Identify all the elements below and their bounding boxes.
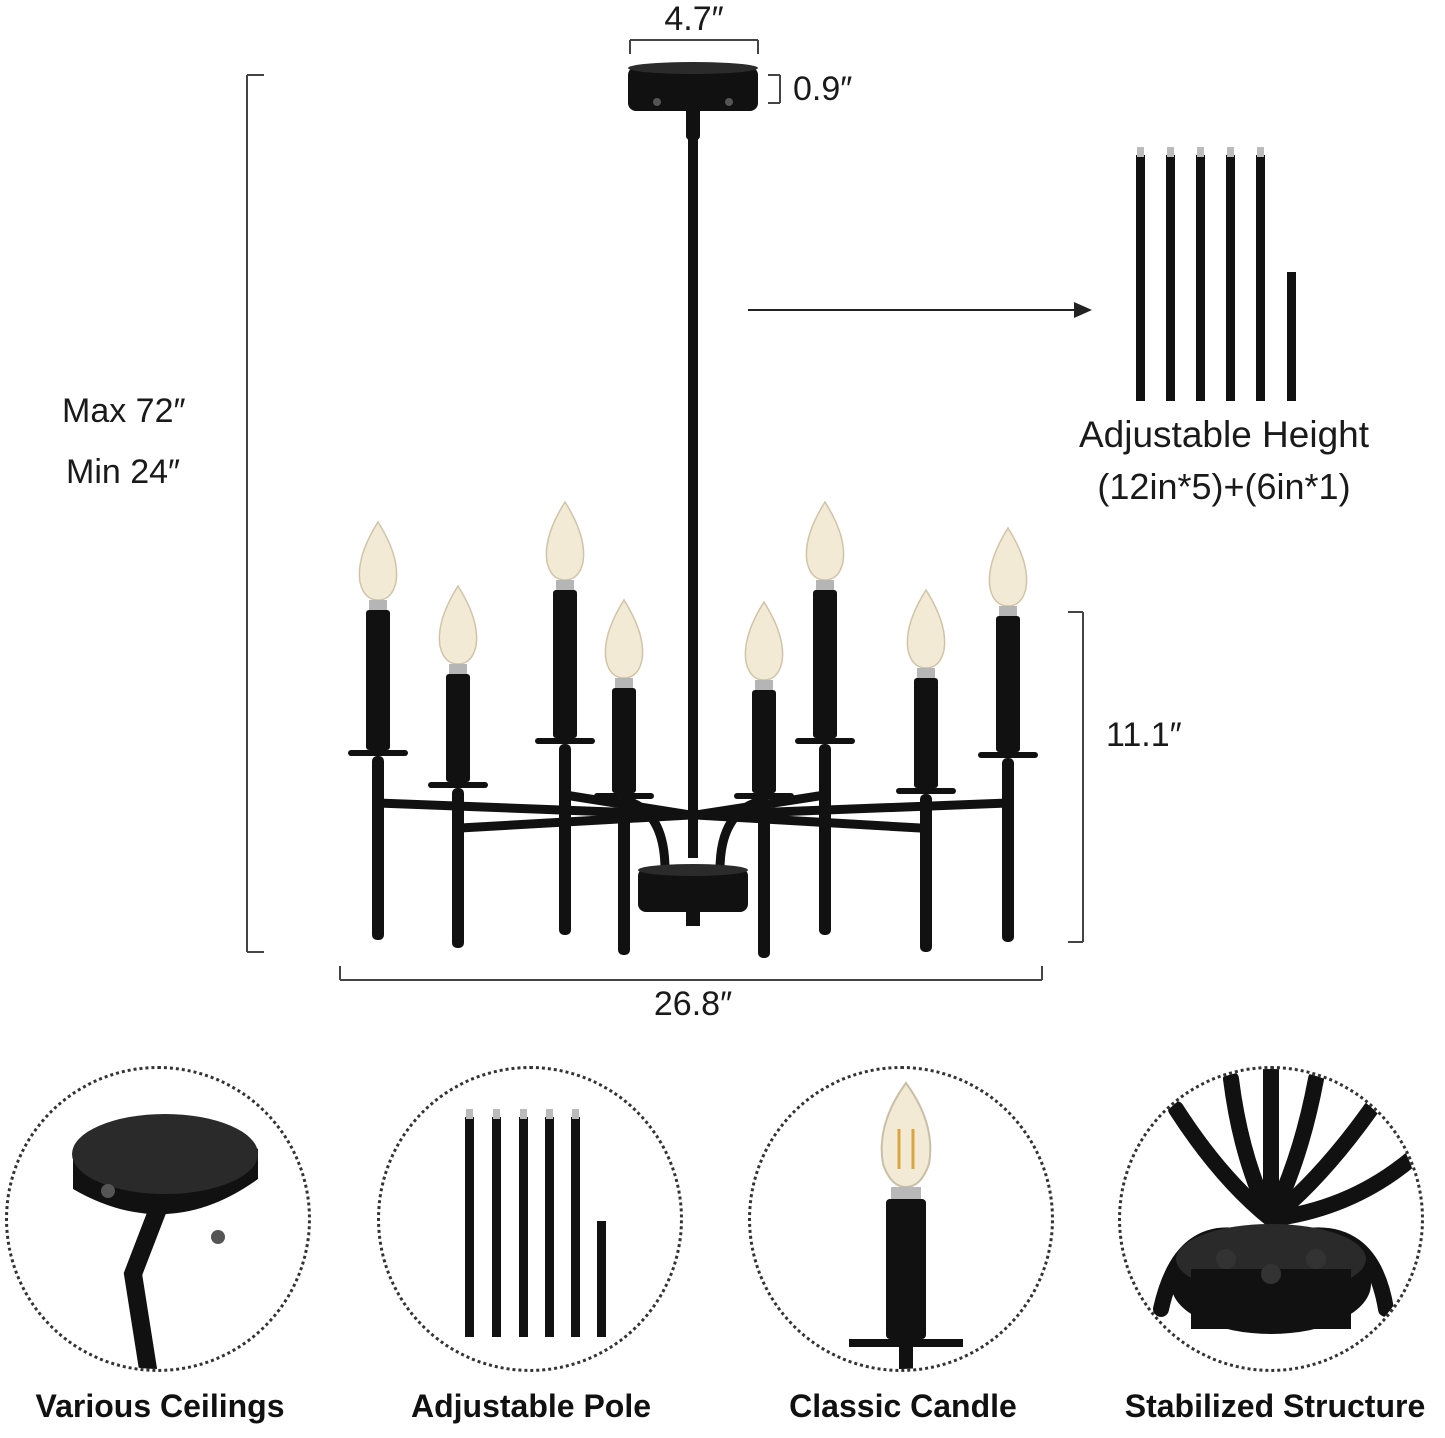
candle-sleeve — [366, 610, 390, 750]
body-height-bracket — [1068, 611, 1084, 943]
bulb-base — [755, 680, 773, 690]
bulb — [805, 500, 845, 581]
width-label: 26.8″ — [653, 985, 733, 1023]
feature-circle-structure — [1118, 1066, 1424, 1372]
feature-circle-candle — [748, 1066, 1054, 1372]
caption-various-ceilings: Various Ceilings — [35, 1388, 285, 1424]
caption-stabilized-structure: Stabilized Structure — [1124, 1388, 1426, 1424]
drip-cup — [535, 738, 595, 744]
bulb — [988, 526, 1028, 607]
adjustable-height-title: Adjustable Height — [1078, 414, 1370, 455]
adjustable-height-detail: (12in*5)+(6in*1) — [1097, 466, 1351, 507]
feature-circle-ceilings — [5, 1066, 311, 1372]
bulb — [744, 600, 784, 681]
candle-3 — [535, 500, 595, 935]
min-height-label: Min 24″ — [66, 453, 181, 491]
bulb-base — [556, 580, 574, 590]
candle-8 — [978, 526, 1038, 942]
candle-sleeve — [752, 690, 776, 793]
chandelier-hub — [638, 864, 748, 926]
canopy-closeup-image — [72, 1114, 258, 1369]
candle-sleeve — [813, 590, 837, 738]
bulb — [438, 584, 478, 665]
bulb-base — [999, 606, 1017, 616]
max-height-label: Max 72″ — [62, 392, 186, 430]
chandelier-diagram — [246, 39, 1296, 981]
candle-stem — [920, 794, 932, 952]
candle-7 — [896, 588, 956, 952]
drip-cup — [734, 793, 794, 799]
drip-cup — [795, 738, 855, 744]
candle-stem — [452, 788, 464, 948]
candle-sleeve — [553, 590, 577, 738]
canopy — [628, 62, 758, 140]
bulb-base — [369, 600, 387, 610]
candle-sleeve — [996, 616, 1020, 752]
bulb-base — [449, 664, 467, 674]
bulb — [906, 588, 946, 669]
caption-adjustable-pole: Adjustable Pole — [410, 1388, 652, 1424]
canopy-width-label: 4.7″ — [664, 0, 724, 38]
drip-cup — [428, 782, 488, 788]
bulb-base — [615, 678, 633, 688]
candles — [348, 500, 1038, 958]
candle-stem — [758, 799, 770, 958]
rods-closeup-image — [465, 1109, 606, 1337]
candle-sleeve — [612, 688, 636, 793]
caption-classic-candle: Classic Candle — [789, 1388, 1017, 1424]
drip-cup — [594, 793, 654, 799]
feature-circle-pole — [377, 1066, 683, 1372]
overall-height-bracket — [246, 74, 264, 953]
candle-sleeve — [914, 678, 938, 788]
candle-2 — [428, 584, 488, 948]
extension-rods — [1136, 147, 1296, 401]
drip-cup — [896, 788, 956, 794]
bulb-base — [917, 668, 935, 678]
candle-stem — [559, 744, 571, 935]
candle-4 — [594, 598, 654, 955]
candle-1 — [348, 520, 408, 940]
canopy-height-bracket — [768, 74, 781, 104]
candle-stem — [372, 756, 384, 940]
candle-5 — [734, 600, 794, 958]
downrod — [688, 138, 698, 858]
canopy-height-label: 0.9″ — [793, 70, 853, 108]
width-bracket — [339, 966, 1043, 981]
arrow-right-icon — [748, 302, 1092, 318]
bulb — [604, 598, 644, 679]
bulb — [545, 500, 585, 581]
hub-closeup-image — [1153, 1069, 1419, 1334]
candle-stem — [819, 744, 831, 935]
candle-6 — [795, 500, 855, 935]
canopy-width-bracket — [629, 39, 759, 54]
body-height-label: 11.1″ — [1106, 716, 1182, 754]
bulb-base — [816, 580, 834, 590]
drip-cup — [348, 750, 408, 756]
candle-stem — [618, 799, 630, 955]
candle-sleeve — [446, 674, 470, 782]
candle-closeup-image — [849, 1081, 963, 1369]
drip-cup — [978, 752, 1038, 758]
candle-stem — [1002, 758, 1014, 942]
bulb — [358, 520, 398, 601]
